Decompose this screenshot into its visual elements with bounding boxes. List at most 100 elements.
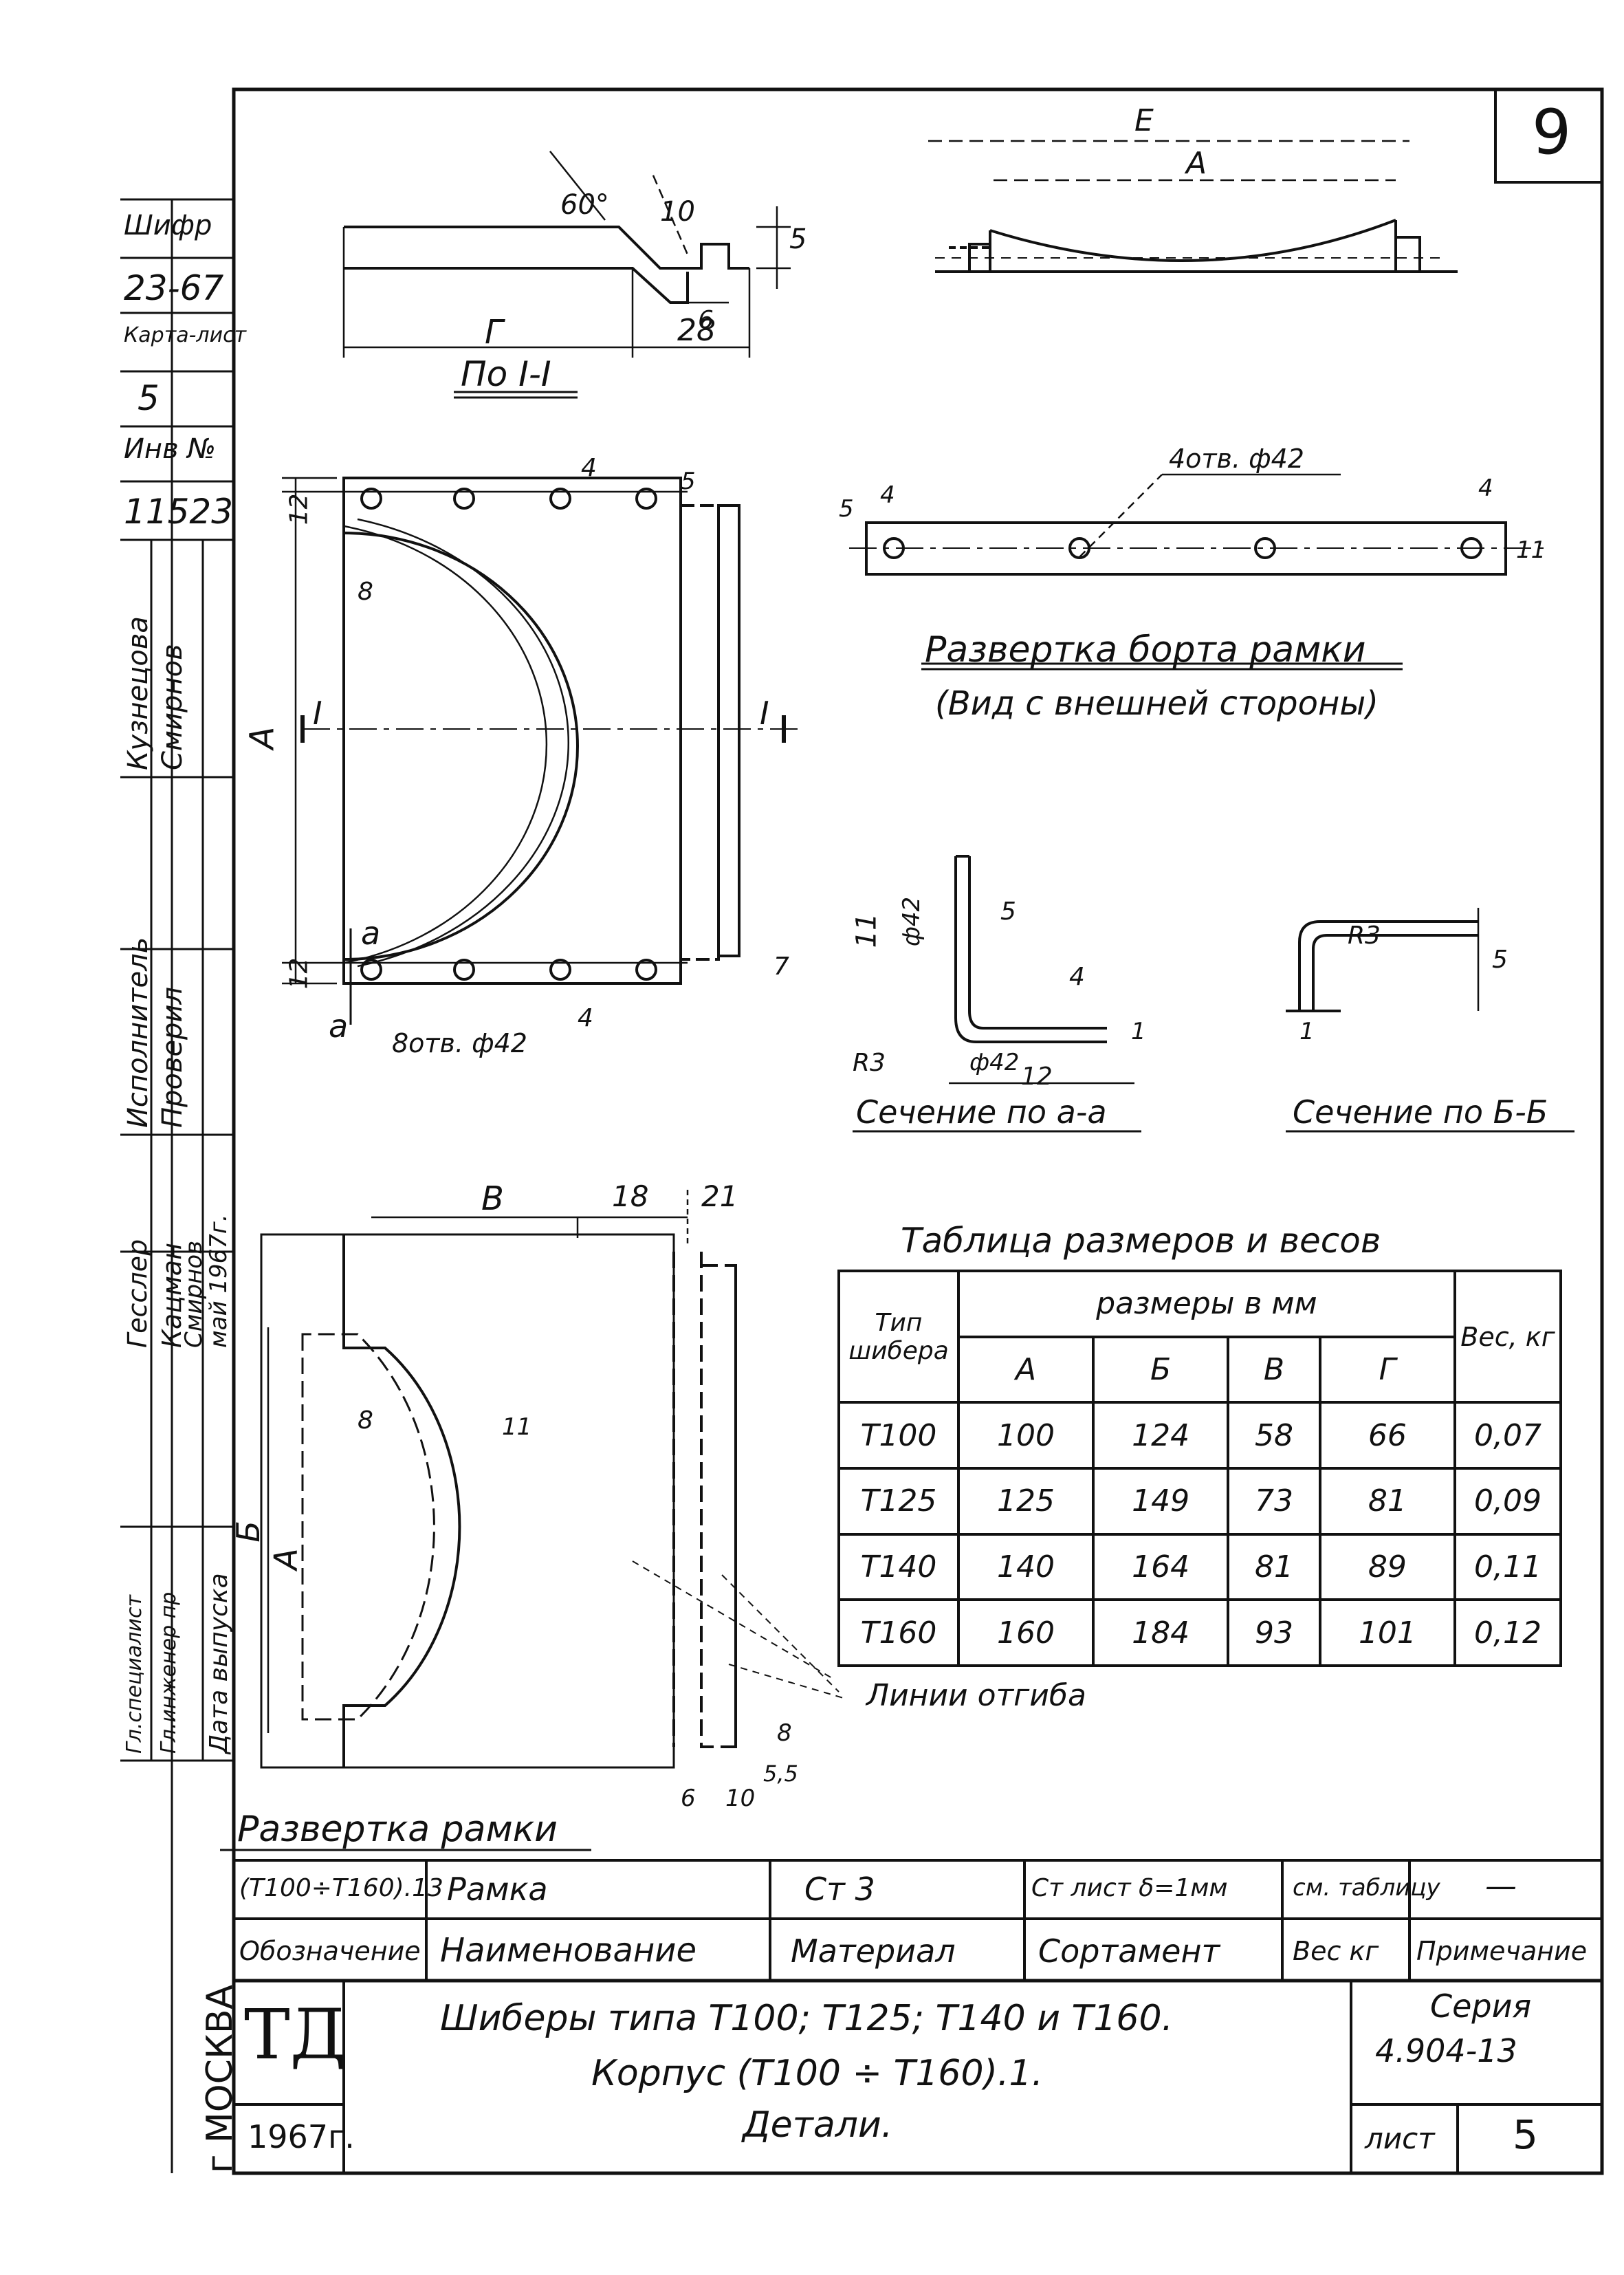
table-cell: 0,12 bbox=[1453, 1598, 1562, 1667]
signature-role-4: Гл.инженер пр bbox=[157, 1591, 181, 1754]
signature-name-5: Смирнов bbox=[180, 1240, 208, 1348]
dim-4-top: 4 bbox=[581, 454, 597, 482]
dim-7: 7 bbox=[773, 953, 789, 981]
dim-1-aa: 1 bbox=[1131, 1018, 1146, 1045]
table-cell: 100 bbox=[956, 1401, 1095, 1470]
dim-5-bb: 5 bbox=[1492, 946, 1508, 974]
table-col-G: Г bbox=[1318, 1335, 1457, 1404]
stamp-field1-value: 23-67 bbox=[124, 268, 224, 308]
table-cell: 0,09 bbox=[1453, 1466, 1562, 1536]
bend-lines-note: Линии отгиба bbox=[866, 1678, 1086, 1713]
title-line-3: Детали. bbox=[743, 2104, 893, 2146]
dim-8-right: 8 bbox=[777, 1719, 792, 1747]
table-cell: 125 bbox=[956, 1466, 1095, 1536]
dim-4-bottom: 4 bbox=[578, 1004, 593, 1032]
dim-5-right: 5 bbox=[789, 224, 807, 255]
organization: г МОСКВА bbox=[199, 1984, 241, 2173]
signature-name-2: Смирнов bbox=[157, 644, 188, 770]
spec-weight: см. таблицу bbox=[1293, 1874, 1440, 1902]
table-cell: Т100 bbox=[837, 1401, 960, 1470]
dim-10-unfold: 10 bbox=[725, 1785, 756, 1812]
dim-V: В bbox=[481, 1179, 504, 1218]
spec-head-designation: Обозначение bbox=[239, 1936, 421, 1966]
dim-4-aa: 4 bbox=[1069, 963, 1085, 991]
dim-4-flange-left: 4 bbox=[880, 481, 895, 509]
spec-head-note: Примечание bbox=[1416, 1936, 1588, 1966]
table-head-dims: размеры в мм bbox=[957, 1270, 1456, 1338]
title-year: 1967г. bbox=[248, 2118, 355, 2155]
dim-A-plan: А bbox=[243, 726, 282, 750]
table-head-weight: Вес, кг bbox=[1453, 1269, 1562, 1404]
sheet-frame bbox=[232, 87, 1604, 2175]
org-logo: ТД bbox=[244, 1994, 346, 2075]
dim-8-plan: 8 bbox=[358, 578, 373, 606]
dim-6-unfold: 6 bbox=[681, 1785, 696, 1812]
stamp-field2-value: 5 bbox=[138, 378, 160, 418]
table-row: Т160 160 184 93 101 0,12 bbox=[837, 1598, 1562, 1667]
dim-5-top: 5 bbox=[681, 468, 696, 495]
stamp-field2-label: Карта-лист bbox=[124, 323, 247, 347]
dim-1-bb: 1 bbox=[1299, 1018, 1315, 1045]
table-cell: 164 bbox=[1092, 1532, 1230, 1602]
table-cell: Т160 bbox=[837, 1598, 960, 1667]
stamp-field3-label: Инв № bbox=[124, 433, 216, 465]
section-mark-left: I bbox=[313, 695, 322, 732]
corner-number-box bbox=[1494, 88, 1603, 184]
table-cell: 140 bbox=[956, 1532, 1095, 1602]
dim-5-flange: 5 bbox=[839, 495, 854, 523]
section-mark-a-bottom: а bbox=[329, 1008, 349, 1045]
series-value: 4.904-13 bbox=[1375, 2032, 1517, 2069]
spec-designation: (Т100÷Т160).13 bbox=[239, 1874, 443, 1902]
dim-R3-aa: R3 bbox=[853, 1049, 886, 1077]
release-date: май 1967г. bbox=[205, 1214, 232, 1348]
table-cell: 160 bbox=[956, 1598, 1095, 1667]
signature-role-2: Проверил bbox=[157, 986, 188, 1128]
spec-head-weight: Вес кг bbox=[1293, 1936, 1379, 1966]
flange-title: Развертка борта рамки bbox=[925, 629, 1366, 671]
spec-assortment: Ст лист δ=1мм bbox=[1031, 1874, 1228, 1902]
table-cell: 124 bbox=[1092, 1401, 1230, 1470]
stamp-field1-label: Шифр bbox=[124, 210, 212, 241]
dim-21: 21 bbox=[701, 1179, 738, 1213]
dim-12-bottom: 12 bbox=[285, 957, 314, 990]
dim-B-unfold: Б bbox=[229, 1521, 267, 1543]
sheet-value: 5 bbox=[1513, 2111, 1538, 2158]
dim-55: 5,5 bbox=[763, 1761, 798, 1787]
corner-number: 9 bbox=[1532, 96, 1572, 168]
table-col-A: А bbox=[956, 1335, 1095, 1404]
stamp-field3-value: 11523 bbox=[124, 492, 234, 532]
table-col-V: В bbox=[1227, 1335, 1321, 1404]
table-cell: Т140 bbox=[837, 1532, 960, 1602]
dim-phi42-h: ф42 bbox=[969, 1049, 1020, 1076]
table-cell: Т125 bbox=[837, 1466, 960, 1536]
signature-name-3: Гесслер bbox=[122, 1239, 153, 1348]
frame-holes-note: 8отв. ф42 bbox=[392, 1028, 527, 1058]
dim-28: 28 bbox=[677, 313, 716, 348]
series-label: Серия bbox=[1430, 1988, 1532, 2025]
flange-subtitle: (Вид с внешней стороны) bbox=[935, 684, 1379, 723]
dim-A-unfold: А bbox=[267, 1548, 305, 1570]
dim-11-flange: 11 bbox=[1516, 536, 1546, 564]
dim-10: 10 bbox=[660, 196, 695, 228]
signature-role-5: Дата выпуска bbox=[205, 1573, 233, 1754]
spec-name: Рамка bbox=[447, 1871, 548, 1908]
dim-E: Е bbox=[1134, 103, 1154, 138]
signature-role-1: Исполнитель bbox=[122, 937, 154, 1128]
dim-12-aa: 12 bbox=[1021, 1063, 1053, 1091]
table-cell: 73 bbox=[1227, 1466, 1321, 1536]
title-line-2: Корпус (Т100 ÷ Т160).1. bbox=[591, 2053, 1044, 2094]
dim-A-top: А bbox=[1186, 146, 1207, 181]
title-line-1: Шиберы типа Т100; Т125; Т140 и Т160. bbox=[440, 1998, 1174, 2039]
frame-unfold-title: Развертка рамки bbox=[237, 1809, 558, 1850]
dimensions-table: Тип шибера размеры в мм Вес, кг А Б В Г … bbox=[837, 1269, 1562, 1667]
section-mark-right: I bbox=[760, 695, 769, 732]
dim-12-top: 12 bbox=[285, 493, 314, 525]
signature-name-1: Кузнецова bbox=[122, 616, 154, 770]
spec-head-material: Материал bbox=[791, 1933, 956, 1970]
table-cell: 93 bbox=[1227, 1598, 1321, 1667]
table-cell: 66 bbox=[1318, 1401, 1457, 1470]
dim-angle: 60° bbox=[560, 189, 609, 221]
spec-material: Ст 3 bbox=[804, 1871, 875, 1908]
table-cell: 89 bbox=[1318, 1532, 1457, 1602]
